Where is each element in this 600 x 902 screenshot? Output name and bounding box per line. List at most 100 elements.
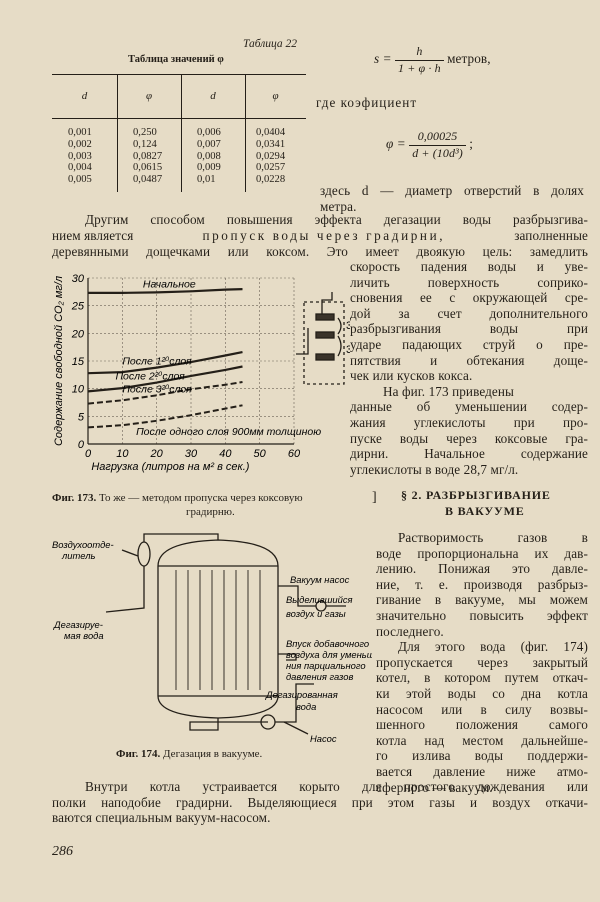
note-line: здесь d — диаметр отверстий в долях xyxy=(320,183,584,198)
paragraph-line: ваются специальным вакуум-насосом. xyxy=(52,810,271,826)
table-cell: 0,0228 xyxy=(256,174,286,186)
formula-fraction: 0,00025 d + (10d³) xyxy=(409,129,466,161)
table-cell: 0,002 xyxy=(68,138,92,150)
x-tick-label: 50 xyxy=(254,448,267,460)
paragraph-line: Растворимость газов в xyxy=(398,530,588,545)
table-cell: 0,006 xyxy=(197,127,221,138)
series-line xyxy=(87,351,243,375)
series-line xyxy=(87,404,243,429)
paragraph-line: воде пропорциональна их дав- xyxy=(376,545,588,561)
table-top-rule xyxy=(52,74,306,75)
page-number: 286 xyxy=(52,844,73,859)
table-header-rule xyxy=(52,118,306,119)
x-tick-label: 60 xyxy=(288,448,301,460)
table-cell: 0,0257 xyxy=(256,162,286,174)
paragraph-line: полки наподобие градирни. Выделяющиеся п… xyxy=(52,794,588,810)
diagram-label: давления газов xyxy=(286,671,353,682)
series-line xyxy=(87,381,243,405)
formula-phi: φ = 0,00025 d + (10d³) ; xyxy=(386,129,473,161)
table-cell: 0,007 xyxy=(197,138,221,150)
paragraph-line: Другим способом повышения эффекта дегаза… xyxy=(85,212,588,227)
table-row: 0,005 0,0487 0,01 0,0228 xyxy=(52,174,306,186)
text-span: заполненные xyxy=(514,228,588,243)
table-row: 0,001 0,250 0,006 0,0404 xyxy=(52,127,306,139)
caption-text: Дегазация в вакууме. xyxy=(163,748,263,760)
text-span: нием является xyxy=(52,228,134,243)
diagram-label: Дегазированная xyxy=(265,689,338,700)
note-line: метра. xyxy=(320,199,357,214)
diagram-label: воздух и газы xyxy=(286,608,346,619)
paragraph-line: сферного — вакуум. xyxy=(376,779,493,795)
y-tick-label: 25 xyxy=(71,301,85,313)
table-header-cell: φ xyxy=(145,90,153,102)
paragraph-line: На фиг. 173 приведены xyxy=(383,383,514,399)
y-axis-label: Содержание свободной CO₂ мг/л xyxy=(53,276,65,446)
paragraph-line: дой за счет дополнительного xyxy=(350,305,588,321)
label-leader xyxy=(283,721,309,735)
table-cell: 0,0341 xyxy=(256,138,286,150)
y-tick-label: 15 xyxy=(72,356,85,368)
section-title: РАЗБРЫЗГИВАНИЕ xyxy=(426,488,551,502)
y-tick-label: 10 xyxy=(72,384,85,396)
series-line xyxy=(87,365,243,393)
diagram-label: вода xyxy=(296,701,316,712)
table-row: 0,004 0,0615 0,009 0,0257 xyxy=(52,162,306,174)
caption-label: Фиг. 173. xyxy=(52,492,97,504)
air-inlet-pipe xyxy=(278,653,297,661)
table-cell: 0,005 xyxy=(68,174,92,186)
degassed-pipe xyxy=(275,683,314,723)
formula-denominator: 1 + φ · h xyxy=(398,60,441,75)
separator-pipe xyxy=(143,533,219,542)
diagram-label: воздуха для уменьше- xyxy=(286,649,372,660)
series-label: После одного слоя 900мм толщиною xyxy=(136,426,321,438)
coke-layer xyxy=(315,313,335,321)
diagram-label: мая вода xyxy=(64,630,104,641)
coke-layer xyxy=(315,353,335,361)
table-cell: 0,0404 xyxy=(256,127,286,138)
paragraph-right-column: скорость падения воды и уве- личить пове… xyxy=(350,259,588,477)
diagram-label: литель xyxy=(61,550,95,561)
x-tick-label: 30 xyxy=(185,448,198,460)
figure-174-diagram: Воздухоотде- литель Дегазируе- мая вода … xyxy=(52,533,372,744)
formula-s: s = h 1 + φ · h метров, xyxy=(374,44,491,76)
paragraph-line: Для этого вода (фиг. 174) xyxy=(398,639,588,655)
paragraph-line: шенного положения самого xyxy=(376,717,588,733)
formula-lhs: φ = xyxy=(386,136,406,152)
diagram-label: ния парциального xyxy=(286,660,366,671)
x-tick-label: 20 xyxy=(150,448,164,460)
x-axis-label: Нагрузка (литров на м² в сек.) xyxy=(91,461,249,473)
caption-text: То же — методом пропуска через коксовую xyxy=(99,492,303,504)
table-caption: Таблица 22 xyxy=(243,38,298,50)
table-cell: 0,004 xyxy=(68,162,92,174)
table-row: 0,003 0,0827 0,008 0,0294 xyxy=(52,151,306,163)
paragraph-line: насосом или в силу возвы- xyxy=(376,701,588,717)
paragraph-line: пропускается через закрытый xyxy=(376,654,588,670)
paragraph-line: котел, в котором путем откач- xyxy=(376,670,588,686)
y-tick-label: 5 xyxy=(78,411,85,423)
table-header-cell: φ xyxy=(272,90,279,102)
inlet-pipe xyxy=(321,292,333,314)
layer-bracket xyxy=(337,317,342,357)
figure-174-caption: Фиг. 174. Дегазация в вакууме. xyxy=(116,748,262,760)
feed-pipe xyxy=(105,566,145,613)
degasser-drawing xyxy=(105,533,346,735)
section-heading: § 2. РАЗБРЫЗГИВАНИЕ xyxy=(401,488,551,503)
table-cell: 0,250 xyxy=(133,127,157,138)
table-cell: 0,0615 xyxy=(133,162,163,174)
diagram-label: 300 xyxy=(346,344,350,356)
table-cell: 0,0827 xyxy=(133,150,163,162)
paragraph-line: гивание в вакууме, мы можем xyxy=(376,592,588,608)
paragraph-line: данные об уменьшении содер- xyxy=(350,399,588,415)
table-cell: 0,01 xyxy=(197,174,216,186)
table-header-cell: d xyxy=(81,90,88,102)
paragraph-line: ударе падающих струй о пре- xyxy=(350,336,588,352)
x-tick-label: 0 xyxy=(85,448,92,460)
paragraph: Внутри котла устраивается корыто для про… xyxy=(52,779,588,826)
table-cell: 0,0294 xyxy=(256,150,286,162)
table-col-divider xyxy=(181,74,182,192)
diagram-label: Выделившийся xyxy=(286,594,353,605)
x-tick-label: 40 xyxy=(219,448,232,460)
formula-denominator: d + (10d³) xyxy=(412,145,463,160)
tank-shelves xyxy=(175,570,261,690)
outlet-pipe xyxy=(296,328,309,355)
